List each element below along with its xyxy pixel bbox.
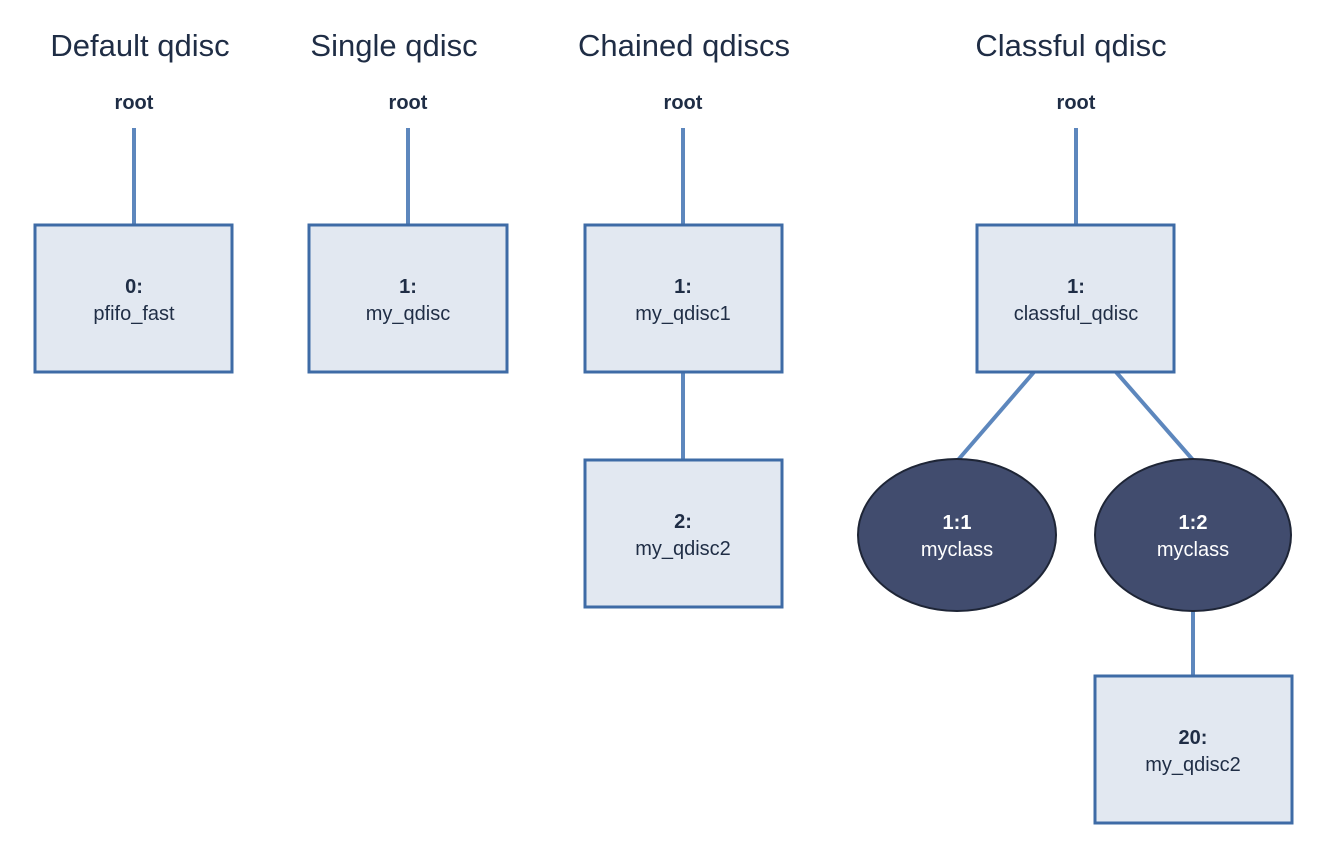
node-handle: 2: [674, 511, 692, 533]
node-name: my_qdisc2 [1145, 754, 1241, 776]
node-handle: 1: [674, 276, 692, 298]
node-name: pfifo_fast [93, 303, 175, 325]
node-handle: 1:1 [943, 512, 972, 534]
root-label: root [1057, 92, 1096, 114]
diagram-default-qdisc: Default qdisc root 0: pfifo_fast [33, 28, 234, 374]
class-node: 1:2 myclass [1094, 458, 1292, 612]
class-node: 1:1 myclass [857, 458, 1057, 612]
node-handle: 20: [1179, 727, 1208, 749]
qdisc-node: 2: my_qdisc2 [583, 458, 784, 609]
node-name: my_qdisc1 [635, 303, 731, 325]
qdisc-node: 1: classful_qdisc [975, 223, 1176, 374]
node-name: myclass [1157, 539, 1229, 561]
root-label: root [115, 92, 154, 114]
node-name: classful_qdisc [1014, 303, 1139, 325]
diagram-title: Classful qdisc [975, 28, 1166, 63]
diagram-single-qdisc: Single qdisc root 1: my_qdisc [307, 28, 509, 374]
diagram-title: Default qdisc [50, 28, 229, 63]
root-label: root [664, 92, 703, 114]
edge-qdisc-to-class [1114, 370, 1195, 462]
node-name: my_qdisc2 [635, 538, 731, 560]
node-handle: 1: [1067, 276, 1085, 298]
edge-qdisc-to-class [956, 370, 1036, 462]
diagram-chained-qdiscs: Chained qdiscs root 1: my_qdisc1 2: my_q… [578, 28, 790, 609]
node-handle: 1: [399, 276, 417, 298]
node-name: my_qdisc [366, 303, 450, 325]
qdisc-node: 1: my_qdisc1 [583, 223, 784, 374]
node-name: myclass [921, 539, 993, 561]
qdisc-node: 20: my_qdisc2 [1093, 674, 1294, 825]
diagram-title: Chained qdiscs [578, 28, 790, 63]
diagram-title: Single qdisc [310, 28, 477, 63]
node-handle: 0: [125, 276, 143, 298]
root-label: root [389, 92, 428, 114]
node-handle: 1:2 [1179, 512, 1208, 534]
diagram-classful-qdisc: Classful qdisc root 1: classful_qdisc 1:… [857, 28, 1294, 825]
qdisc-node: 0: pfifo_fast [33, 223, 234, 374]
qdisc-node: 1: my_qdisc [307, 223, 509, 374]
